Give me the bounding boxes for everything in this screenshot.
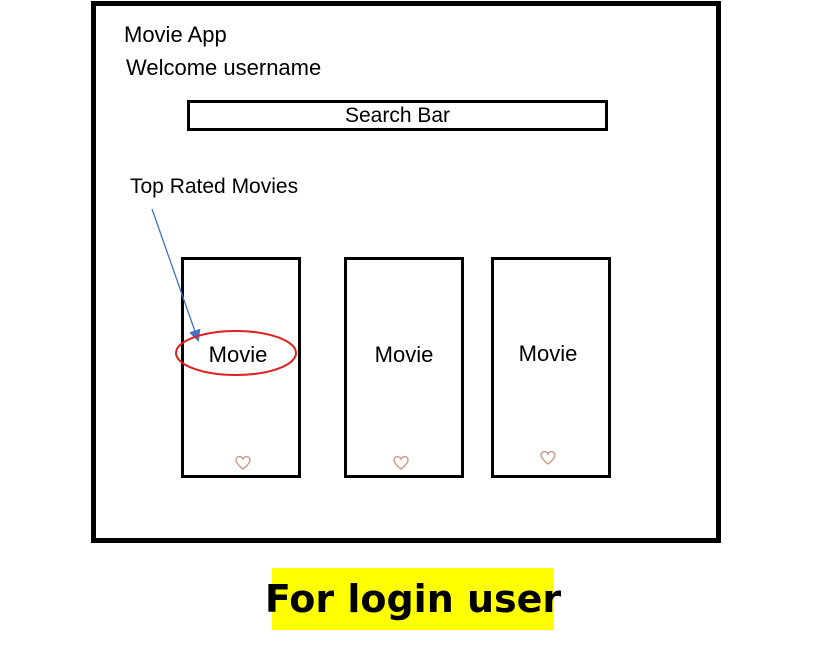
movie-card[interactable]: Movie [344, 257, 464, 478]
heart-icon[interactable] [540, 450, 556, 466]
caption-highlight: For login user [265, 568, 561, 630]
app-wireframe-frame [91, 1, 721, 543]
search-bar-label: Search Bar [344, 103, 451, 127]
top-rated-heading: Top Rated Movies [130, 175, 299, 198]
movie-title: Movie [518, 341, 578, 366]
movie-title: Movie [208, 342, 268, 367]
movie-title: Movie [374, 342, 434, 367]
caption-text: For login user [264, 577, 562, 621]
movie-card[interactable]: Movie [491, 257, 611, 478]
heart-icon[interactable] [393, 455, 409, 471]
welcome-message: Welcome username [126, 55, 322, 80]
app-title: Movie App [124, 22, 227, 47]
heart-icon[interactable] [235, 455, 251, 471]
search-bar[interactable]: Search Bar [187, 100, 608, 131]
movie-card[interactable]: Movie [181, 257, 301, 478]
